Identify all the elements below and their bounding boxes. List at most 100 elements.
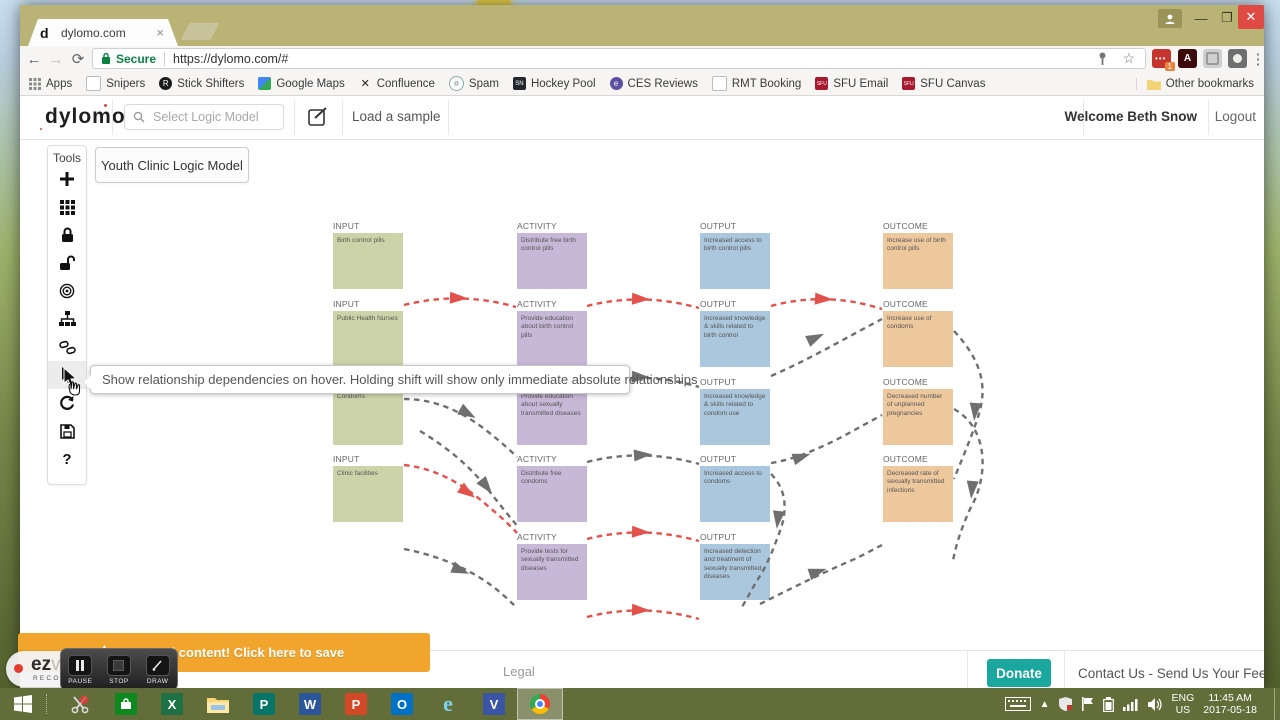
contact-link[interactable]: Contact Us - Send Us Your Feedback (1078, 666, 1264, 681)
legal-link[interactable]: Legal (503, 664, 535, 679)
address-bar[interactable]: Secure https://dylomo.com/# ☆ (92, 48, 1146, 69)
grid-tool[interactable] (48, 193, 86, 221)
taskbar-internet-explorer[interactable]: e (425, 688, 471, 720)
chrome-icon (530, 694, 550, 714)
save-tool[interactable] (48, 417, 86, 445)
lock-tool[interactable] (48, 221, 86, 249)
network-signal-icon[interactable] (1122, 698, 1139, 711)
taskbar-publisher[interactable]: P (241, 688, 287, 720)
stop-button[interactable]: STOP (102, 654, 135, 685)
volume-icon[interactable] (1147, 697, 1163, 711)
load-sample-button[interactable]: Load a sample (352, 109, 441, 124)
diagram-node-input[interactable]: INPUTCondoms (333, 377, 403, 445)
help-tool[interactable]: ? (48, 445, 86, 473)
model-search[interactable] (124, 104, 284, 130)
touch-keyboard-icon[interactable] (1004, 697, 1031, 711)
logout-button[interactable]: Logout (1214, 109, 1256, 124)
donate-button[interactable]: Donate (987, 659, 1051, 687)
tray-expand-icon[interactable]: ▲ (1039, 698, 1050, 710)
search-input[interactable] (151, 109, 275, 125)
taskbar-word[interactable]: W (287, 688, 333, 720)
new-model-button[interactable] (308, 107, 329, 132)
bookmark-item[interactable]: RMT Booking (711, 76, 801, 91)
keylock-pin-icon[interactable] (1097, 52, 1108, 66)
unlock-tool[interactable] (48, 249, 86, 277)
taskbar-store[interactable] (103, 688, 149, 720)
bookmark-item[interactable]: @Spam (448, 76, 499, 91)
taskbar-file-explorer[interactable] (195, 688, 241, 720)
focus-tool[interactable] (48, 277, 86, 305)
taskbar-visio[interactable]: V (471, 688, 517, 720)
defender-icon[interactable] (1058, 697, 1072, 711)
pause-button[interactable]: PAUSE (64, 654, 97, 685)
apps-launcher[interactable]: Apps (28, 77, 72, 90)
battery-icon[interactable] (1102, 696, 1114, 712)
menu-dots-icon[interactable]: ⋮ (1250, 51, 1266, 68)
footer-divider (1064, 651, 1065, 688)
ezvid-controls: PAUSE STOP DRAW (60, 648, 178, 691)
extension-icon-red[interactable]: ••• 1 (1152, 49, 1175, 71)
bookmark-item[interactable]: ✕Confluence (360, 77, 435, 91)
draw-button[interactable]: DRAW (141, 654, 174, 685)
extension-icon-gray[interactable] (1203, 49, 1222, 68)
action-center-flag-icon[interactable] (1081, 697, 1094, 711)
hand-cursor-icon (63, 366, 81, 396)
browser-tab[interactable]: d dylomo.com × (28, 19, 178, 46)
taskbar-outlook[interactable]: O (379, 688, 425, 720)
bookmark-star-icon[interactable]: ☆ (1122, 50, 1135, 66)
link-tool[interactable] (48, 333, 86, 361)
add-node-tool[interactable] (48, 165, 86, 193)
close-button[interactable]: ✕ (1238, 5, 1264, 29)
back-icon[interactable]: ← (26, 50, 42, 68)
start-button[interactable] (0, 688, 46, 720)
model-tab-button[interactable]: Youth Clinic Logic Model (95, 147, 249, 183)
taskbar-snipping-tool[interactable] (57, 688, 103, 720)
other-bookmarks[interactable]: Other bookmarks (1135, 77, 1254, 90)
tab-close-icon[interactable]: × (156, 25, 164, 40)
profile-button[interactable] (1158, 9, 1182, 28)
question-icon: ? (62, 450, 72, 468)
bookmark-item[interactable]: Google Maps (258, 77, 345, 90)
extension-icon-camera[interactable] (1228, 49, 1247, 68)
taskbar-chrome-active[interactable] (517, 688, 563, 720)
taskbar-excel[interactable]: X (149, 688, 195, 720)
show-desktop-button[interactable] (1274, 688, 1280, 720)
hierarchy-tool[interactable] (48, 305, 86, 333)
minimize-button[interactable]: — (1194, 10, 1208, 26)
maximize-button[interactable]: ❐ (1221, 10, 1233, 25)
extension-icon-acrobat[interactable]: A (1178, 49, 1197, 68)
reset-tool[interactable] (48, 389, 86, 417)
reload-icon[interactable]: ⟳ (71, 51, 85, 68)
bookmark-item[interactable]: Snipers (86, 76, 145, 91)
new-tab-button[interactable] (180, 23, 220, 40)
taskbar-powerpoint[interactable]: P (333, 688, 379, 720)
person-icon (1165, 14, 1175, 24)
sfu-icon: SFU (902, 77, 916, 90)
forward-icon[interactable]: → (48, 50, 64, 68)
